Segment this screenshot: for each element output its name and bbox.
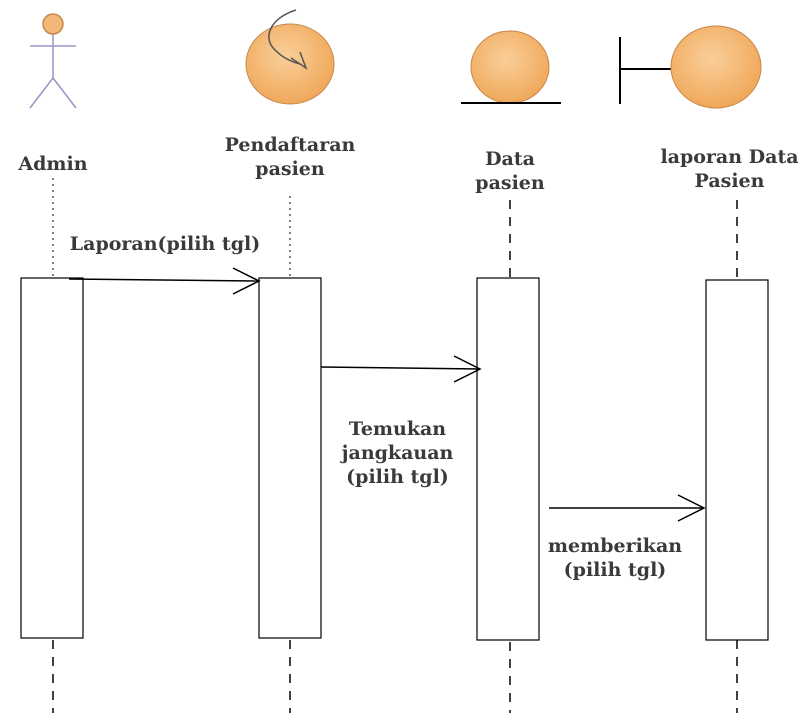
message-label-1: Laporan(pilih tgl) bbox=[69, 233, 261, 255]
participant-label-laporan: laporan Data Pasien bbox=[660, 146, 799, 192]
control-icon bbox=[245, 9, 335, 105]
activation-laporan bbox=[705, 279, 769, 641]
activation-admin bbox=[20, 277, 84, 639]
message-label-2: Temukan jangkauan (pilih tgl) bbox=[341, 418, 454, 488]
message-arrow-2 bbox=[320, 355, 482, 383]
activation-pendaftaran bbox=[258, 277, 322, 639]
message-label-3: memberikan (pilih tgl) bbox=[547, 535, 683, 581]
activation-data-pasien bbox=[476, 277, 540, 641]
participant-label-data-pasien: Data pasien bbox=[475, 148, 545, 194]
message-arrow-3 bbox=[549, 494, 706, 522]
entity-icon bbox=[461, 30, 561, 104]
participant-label-pendaftaran: Pendaftaran pasien bbox=[224, 134, 356, 180]
boundary-icon bbox=[619, 25, 762, 109]
message-arrow-1 bbox=[68, 267, 261, 295]
participant-label-admin: Admin bbox=[18, 153, 88, 175]
actor-icon bbox=[29, 13, 77, 109]
